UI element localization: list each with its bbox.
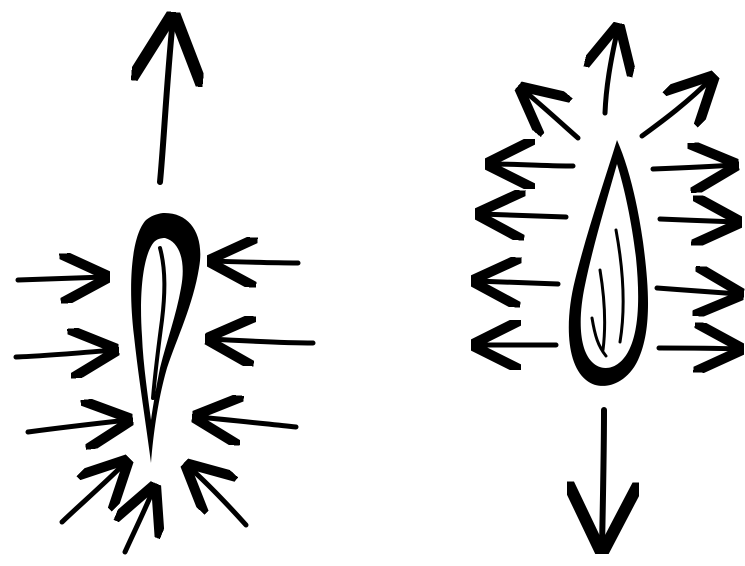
- right-arrow-out-left-1: [490, 164, 573, 166]
- left-arrow-in-4: [212, 261, 298, 263]
- left-arrow-in-9: [188, 466, 246, 525]
- right-arrow-out-right-2: [660, 219, 737, 222]
- left-main-up-arrow: [160, 18, 173, 182]
- right-panel: [476, 28, 739, 548]
- right-arrow-out-topleft: [522, 89, 578, 138]
- right-arrow-out-topright: [642, 78, 712, 136]
- right-main-down-arrow: [602, 410, 604, 548]
- left-panel: [16, 18, 313, 552]
- left-arrow-in-2: [16, 350, 114, 357]
- right-arrow-out-right-3: [657, 288, 739, 294]
- right-arrow-out-left-2: [480, 214, 566, 217]
- right-arrow-out-right-4: [659, 348, 739, 349]
- left-arrow-in-7: [62, 462, 126, 522]
- right-arrow-out-top: [605, 28, 618, 113]
- right-arrow-out-left-3: [476, 281, 558, 284]
- left-arrow-in-1: [18, 277, 105, 280]
- left-arrow-in-5: [210, 339, 313, 343]
- right-arrow-out-right-1: [653, 165, 734, 169]
- left-arrow-in-6: [197, 417, 296, 427]
- left-arrow-in-8: [125, 488, 154, 552]
- left-arrow-in-3: [28, 420, 128, 432]
